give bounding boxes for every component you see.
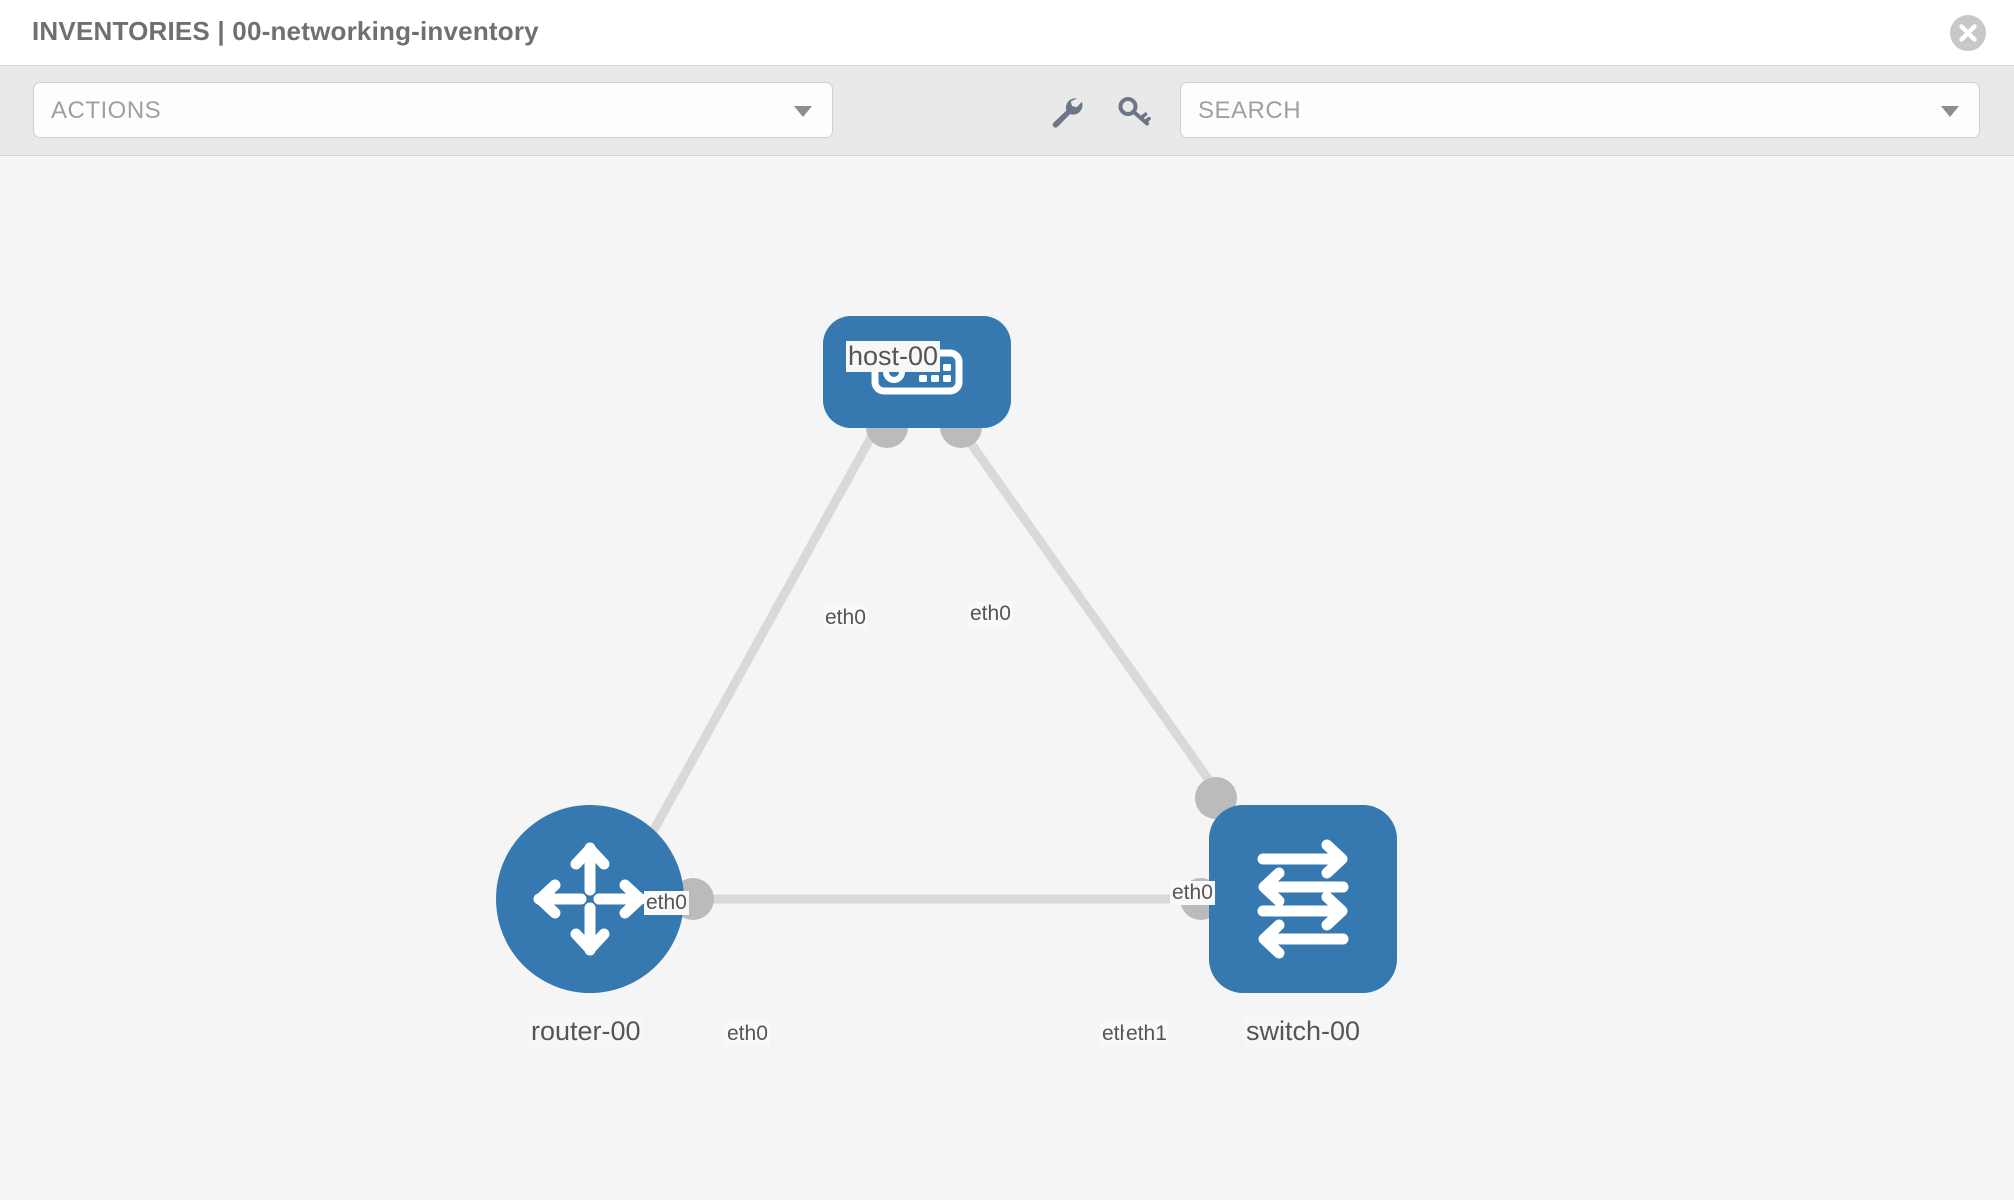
edge-label: eth0 xyxy=(968,602,1013,626)
page-header: INVENTORIES | 00-networking-inventory xyxy=(0,0,2014,66)
topology-canvas[interactable]: host-00 router-00 switch-00 eth0 eth0 et… xyxy=(0,156,2014,1200)
edge-label: eth0 xyxy=(725,1022,770,1046)
actions-dropdown[interactable]: ACTIONS xyxy=(33,82,833,138)
switch-arrows-icon xyxy=(1257,839,1349,959)
node-host-00[interactable] xyxy=(823,316,1011,428)
node-label-host-00: host-00 xyxy=(846,341,941,372)
search-placeholder: SEARCH xyxy=(1198,97,1302,124)
node-label-router-00: router-00 xyxy=(529,1016,643,1047)
edge-label: eth1 xyxy=(1124,1022,1169,1046)
toolbar: ACTIONS SEARCH xyxy=(0,66,2014,156)
node-label-switch-00: switch-00 xyxy=(1244,1016,1363,1047)
actions-dropdown-label: ACTIONS xyxy=(51,97,162,124)
chevron-down-icon xyxy=(794,106,812,117)
key-icon[interactable] xyxy=(1115,92,1153,130)
chevron-down-icon[interactable] xyxy=(1941,106,1959,117)
router-arrows-icon xyxy=(533,842,647,956)
edge-label: eth0 xyxy=(1170,881,1215,905)
edge-label: eth0 xyxy=(823,606,868,630)
page-title: INVENTORIES | 00-networking-inventory xyxy=(32,16,539,46)
wrench-icon[interactable] xyxy=(1047,92,1085,130)
topology-edges xyxy=(641,418,1249,904)
edge-label: eth0 xyxy=(644,891,689,915)
search-input[interactable]: SEARCH xyxy=(1180,82,1980,138)
close-icon[interactable] xyxy=(1950,15,1986,51)
node-switch-00[interactable] xyxy=(1209,805,1397,993)
